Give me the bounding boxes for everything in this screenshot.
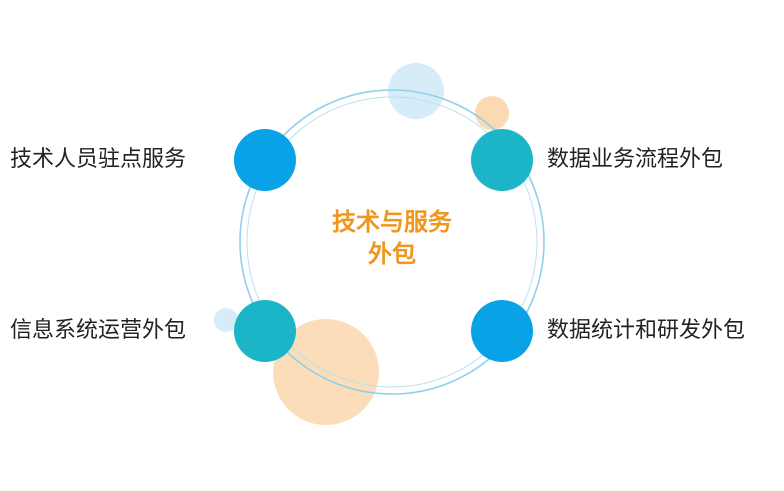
decor-bubble-small-blue [214,308,238,332]
node-label-technical-staff: 技术人员驻点服务 [10,147,187,172]
node-circle-technical-staff [234,129,296,191]
node-circle-system-operation [234,300,296,362]
node-label-data-statistics: 数据统计和研发外包 [547,318,746,343]
outer-ring [239,89,545,395]
inner-ring [246,96,538,388]
center-title-line2: 外包 [368,240,416,268]
node-circle-business-process [471,129,533,191]
node-label-system-operation: 信息系统运营外包 [10,318,187,343]
decor-bubble-top-blue [388,63,444,119]
node-circle-data-statistics [471,300,533,362]
center-title: 技术与服务 外包 [292,206,492,270]
decor-bubble-top-orange [475,96,509,130]
node-label-business-process: 数据业务流程外包 [547,147,724,172]
center-title-line1: 技术与服务 [332,208,452,236]
decor-bubble-large-orange [273,319,379,425]
